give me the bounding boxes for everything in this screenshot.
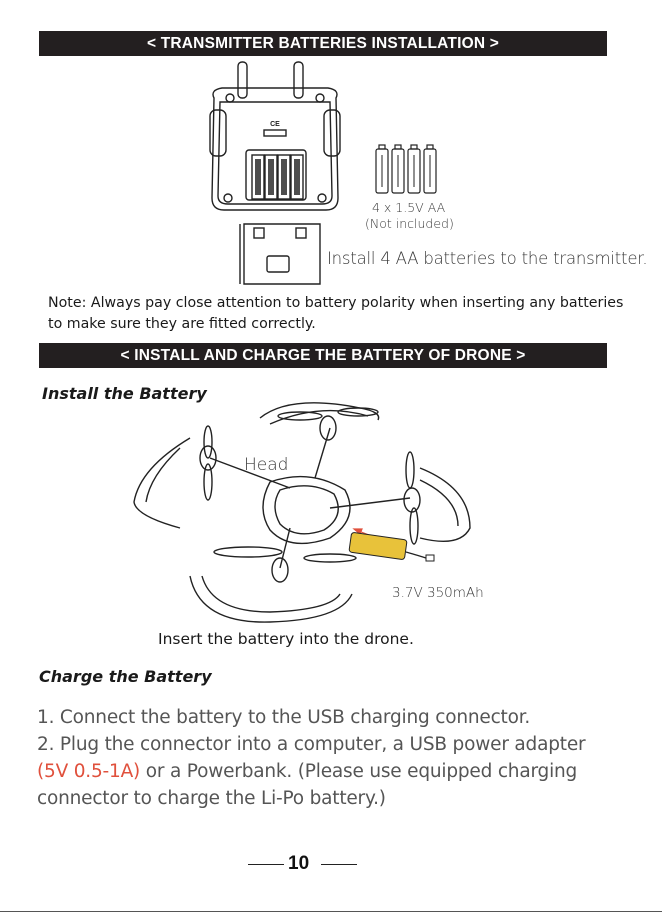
install-battery-heading: Install the Battery [42, 384, 207, 403]
footer-rule-right [321, 864, 357, 865]
transmitter-instruction: Install 4 AA batteries to the transmitte… [327, 249, 648, 268]
charge-step-1: 1. Connect the battery to the USB chargi… [37, 707, 531, 728]
install-caption: Insert the battery into the drone. [158, 630, 414, 648]
head-label: Head [244, 455, 289, 475]
charge-step-2-line-1: 2. Plug the connector into a computer, a… [37, 734, 586, 755]
charge-step-2-line-3: connector to charge the Li-Po battery.) [37, 788, 386, 809]
transmitter-section-title: < TRANSMITTER BATTERIES INSTALLATION > [39, 31, 607, 56]
charge-step-2-line-2: (5V 0.5-1A) or a Powerbank. (Please use … [37, 758, 657, 785]
drone-illustration [133, 402, 471, 623]
battery-spec: 4 x 1.5V AA [372, 200, 446, 215]
polarity-note: Note: Always pay close attention to batt… [48, 295, 624, 332]
charge-steps: 1. Connect the battery to the USB chargi… [37, 704, 657, 812]
drone-section-title: < INSTALL AND CHARGE THE BATTERY OF DRON… [39, 343, 607, 368]
bottom-border [0, 911, 662, 912]
charge-battery-heading: Charge the Battery [39, 667, 212, 686]
battery-note: (Not included) [365, 216, 454, 231]
ce-mark: CE [270, 121, 280, 128]
battery-capacity-label: 3.7V 350mAh [392, 585, 484, 601]
transmitter-illustration: CE [209, 61, 341, 285]
footer-rule-left [248, 864, 284, 865]
charge-step-2-continued: or a Powerbank. (Please use equipped cha… [140, 761, 578, 782]
page-number: 10 [288, 853, 310, 874]
aa-batteries-icon [375, 144, 437, 194]
power-spec-highlight: (5V 0.5-1A) [37, 761, 141, 782]
